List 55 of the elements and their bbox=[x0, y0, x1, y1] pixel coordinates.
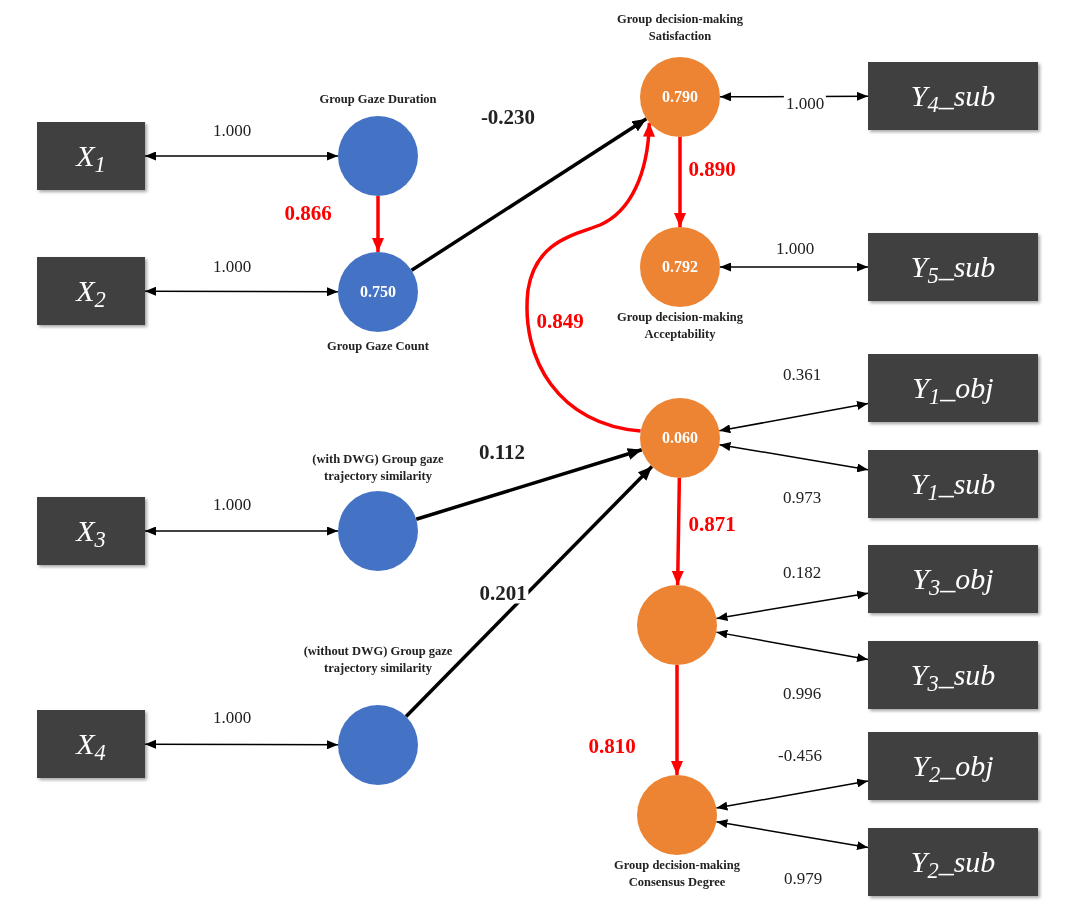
construct-caption: (without DWG) Group gaze trajectory similarity bbox=[302, 643, 454, 677]
arrow bbox=[715, 819, 869, 851]
value-text: 0.790 bbox=[662, 87, 698, 107]
variable-name: X$_{3}$ bbox=[76, 516, 106, 546]
arrow bbox=[718, 401, 869, 434]
construct-caption: Group decision-making Satisfaction bbox=[616, 11, 744, 45]
variable-name: Y$_{4}$_sub bbox=[910, 81, 996, 111]
arrow bbox=[410, 117, 648, 272]
arrow bbox=[525, 122, 655, 433]
variable-box bbox=[868, 62, 1038, 130]
arrow bbox=[718, 442, 869, 473]
value-text: 0.750 bbox=[360, 282, 396, 302]
variable-name: X$_{1}$ bbox=[76, 141, 106, 171]
arrow bbox=[415, 448, 643, 521]
variable-box bbox=[37, 710, 145, 778]
variable-name: X$_{4}$ bbox=[76, 729, 106, 759]
variable-box bbox=[868, 450, 1038, 518]
variable-box bbox=[868, 233, 1038, 301]
arrow bbox=[719, 262, 869, 272]
variable-name: Y$_{3}$_obj bbox=[912, 564, 994, 594]
variable-box bbox=[868, 354, 1038, 422]
arrow bbox=[144, 526, 339, 536]
arrow bbox=[372, 196, 384, 252]
arrow bbox=[144, 286, 339, 297]
variable-box bbox=[37, 122, 145, 190]
arrow bbox=[144, 739, 339, 750]
variable-name: Y$_{2}$_obj bbox=[912, 751, 994, 781]
arrow bbox=[671, 477, 684, 586]
variable-box bbox=[37, 257, 145, 325]
variable-box bbox=[868, 545, 1038, 613]
edge-label: 1.000 bbox=[783, 94, 827, 112]
construct-caption: Group decision-making Acceptability bbox=[616, 309, 744, 343]
arrow bbox=[715, 590, 869, 622]
construct-caption: Group Gaze Count bbox=[326, 338, 430, 355]
variable-name: Y$_{5}$_sub bbox=[910, 252, 996, 282]
variable-box bbox=[37, 497, 145, 565]
variable-box bbox=[868, 732, 1038, 800]
variable-name: Y$_{3}$_sub bbox=[910, 660, 996, 690]
variable-name: Y$_{1}$_sub bbox=[910, 469, 996, 499]
value-text: 0.792 bbox=[662, 257, 698, 277]
variable-name: Y$_{1}$_obj bbox=[912, 373, 994, 403]
arrow bbox=[671, 665, 683, 775]
arrow bbox=[715, 629, 869, 663]
arrow bbox=[144, 151, 339, 161]
construct-caption: Group decision-making Consensus Degree bbox=[613, 857, 741, 891]
value-text: 0.060 bbox=[662, 428, 698, 448]
construct-caption: Group Gaze Duration bbox=[318, 91, 438, 108]
variable-box bbox=[868, 641, 1038, 709]
construct-caption: (with DWG) Group gaze trajectory similarity bbox=[311, 451, 445, 485]
variable-name: Y$_{2}$_sub bbox=[910, 847, 996, 877]
arrow bbox=[715, 778, 869, 811]
variable-name: X$_{2}$ bbox=[76, 276, 106, 306]
arrow bbox=[404, 465, 654, 718]
variable-box bbox=[868, 828, 1038, 896]
arrow bbox=[674, 137, 686, 227]
